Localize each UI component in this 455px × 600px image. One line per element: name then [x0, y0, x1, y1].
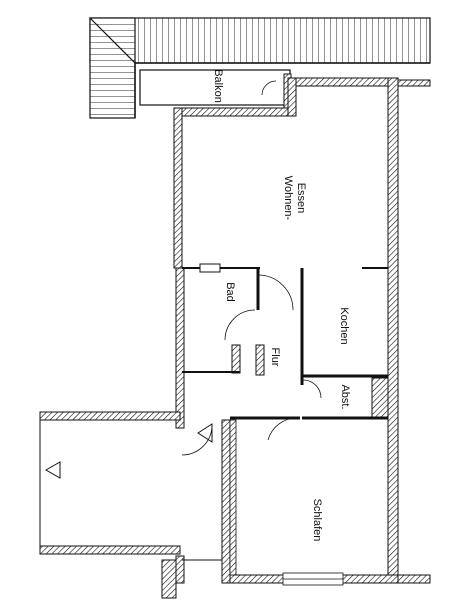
interior-walls — [182, 263, 389, 420]
room-label-flur: Flur — [269, 348, 281, 367]
roof-eaves — [89, 17, 431, 119]
room-label-kochen: Kochen — [338, 307, 350, 344]
walls — [173, 77, 431, 586]
door-swings — [181, 274, 322, 456]
room-label-balkon: Balkon — [212, 69, 224, 103]
room-label-schlafen: Schlafen — [311, 499, 323, 542]
room-label-wohnen-line1: Wohnen- — [282, 176, 294, 221]
room-label-bad: Bad — [224, 282, 236, 302]
room-label-abst: Abst. — [339, 384, 351, 409]
room-label-wohnen-line2: Essen — [295, 183, 307, 214]
staircase — [39, 411, 222, 599]
